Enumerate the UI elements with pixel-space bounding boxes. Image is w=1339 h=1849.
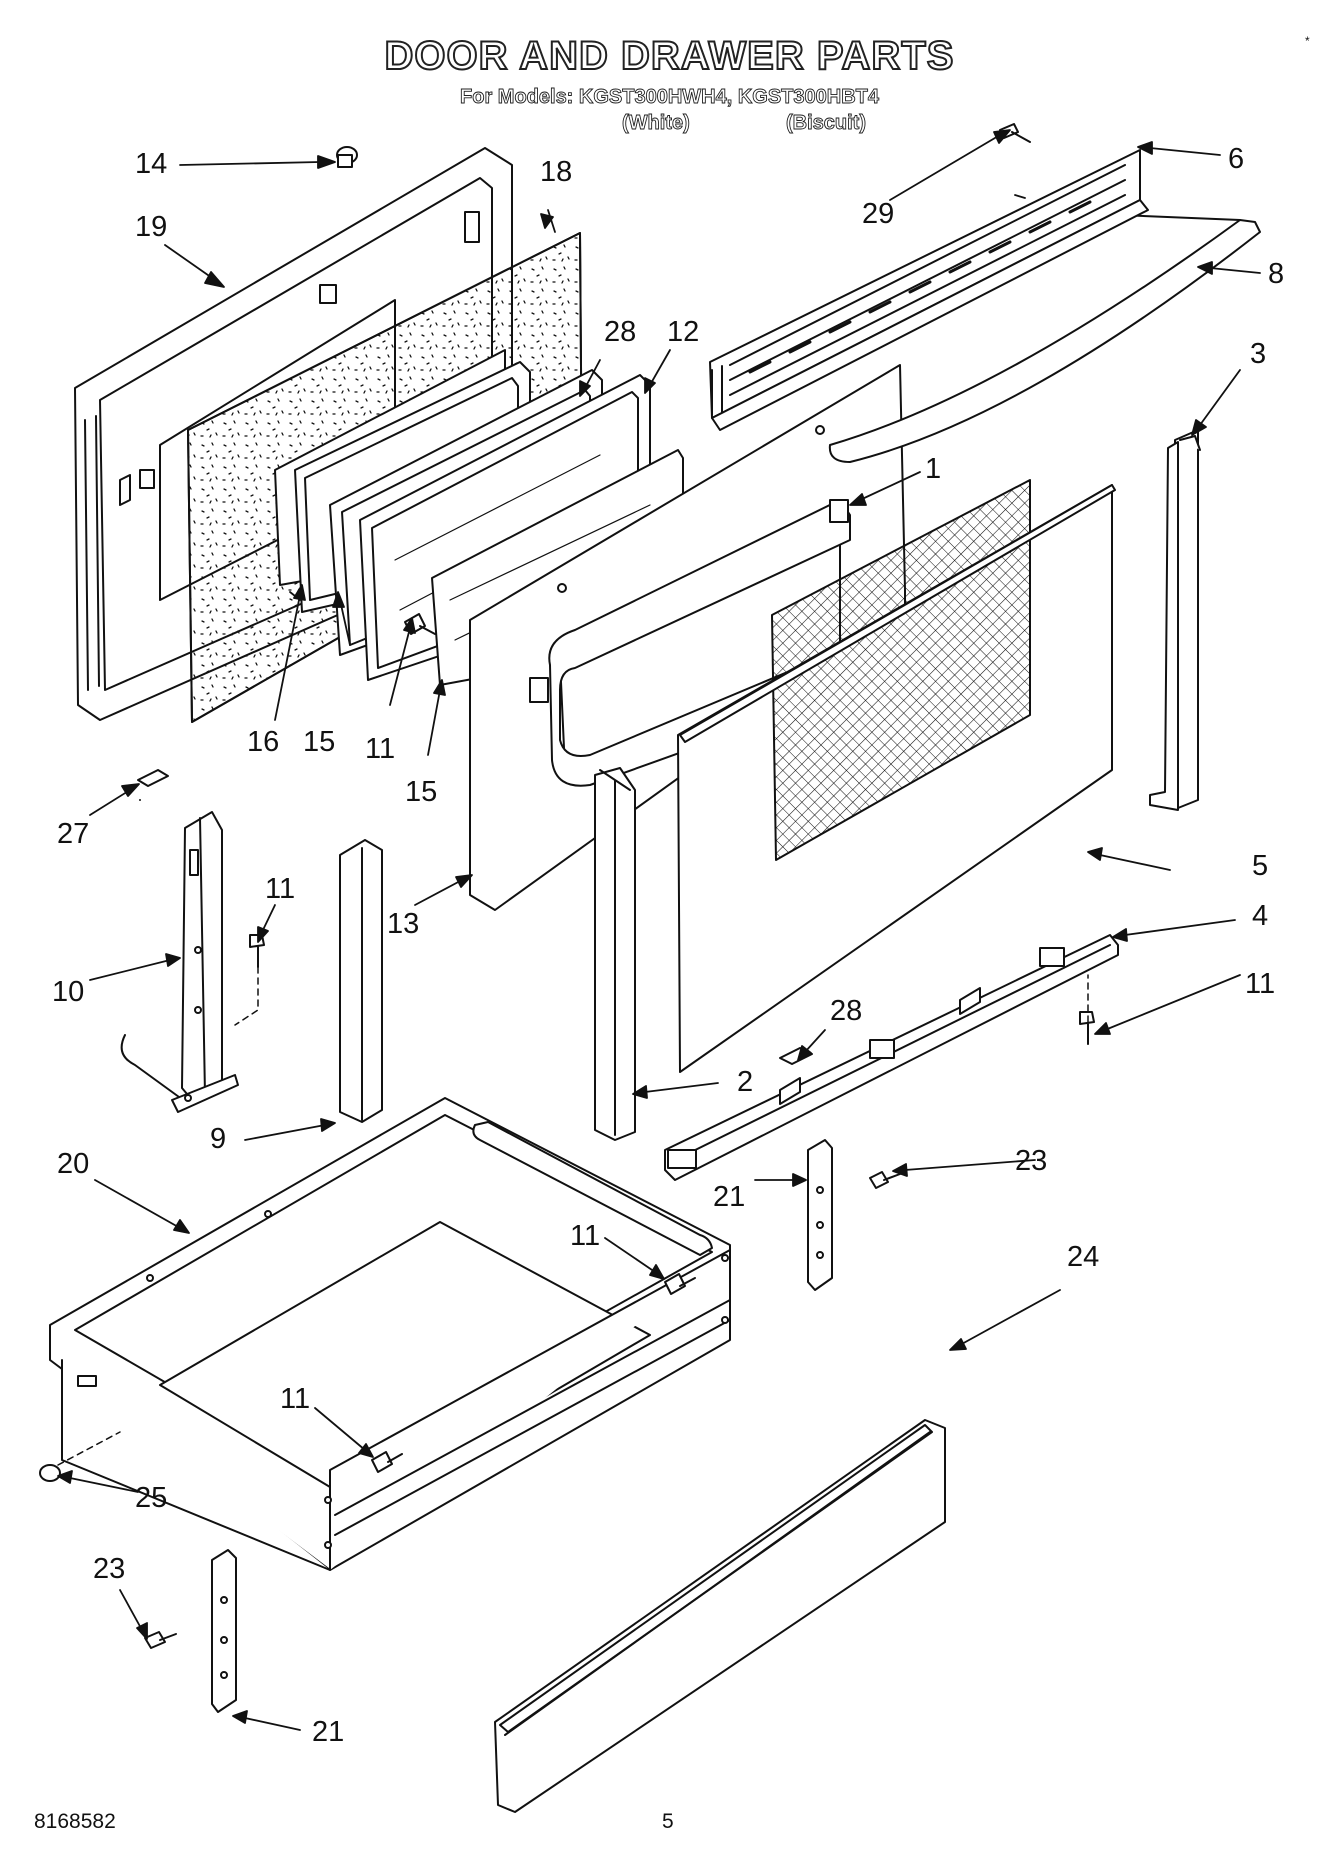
- callout-16: 16: [247, 726, 280, 758]
- color-label-biscuit: (Biscuit): [786, 112, 867, 135]
- assembly-dashes: [57, 966, 1089, 1466]
- callout-5: 5: [1252, 850, 1269, 882]
- callout-12: 12: [667, 316, 700, 348]
- drawer-slide-21-left: [211, 1549, 237, 1713]
- callout-11-hinge: 11: [265, 873, 296, 905]
- color-label-white: (White): [622, 112, 691, 135]
- callout-15-b: 15: [405, 776, 438, 808]
- drawer-slide-21-right: [807, 1139, 833, 1291]
- page-title: DOOR AND DRAWER PARTS: [384, 33, 955, 79]
- callout-19: 19: [135, 211, 168, 243]
- bottom-rail-4: [664, 934, 1119, 1181]
- callout-25: 25: [135, 1482, 168, 1514]
- callout-23-right: 23: [1015, 1145, 1048, 1177]
- corner-mark: *: [1305, 34, 1310, 48]
- hinge-bracket-10: [120, 811, 239, 1113]
- callout-3: 3: [1250, 338, 1267, 370]
- callout-28-lower: 28: [830, 995, 863, 1027]
- callout-1: 1: [925, 453, 942, 485]
- callout-21-left: 21: [312, 1716, 345, 1748]
- drawer-body-20: [49, 1097, 731, 1571]
- callout-27: 27: [57, 818, 90, 850]
- callout-28-upper: 28: [604, 316, 637, 348]
- callout-15-a: 15: [303, 726, 336, 758]
- callout-2: 2: [737, 1066, 754, 1098]
- callout-29: 29: [862, 198, 895, 230]
- callout-20: 20: [57, 1148, 90, 1180]
- callout-6: 6: [1228, 143, 1245, 175]
- door-handle-8: [828, 214, 1261, 463]
- callout-13: 13: [387, 908, 420, 940]
- callout-9: 9: [210, 1123, 227, 1155]
- vertical-trim-9: [339, 839, 383, 1123]
- leader-lines: [57, 129, 1261, 1731]
- models-line: For Models: KGST300HWH4, KGST300HBT4: [460, 86, 880, 109]
- callout-21-right: 21: [713, 1181, 746, 1213]
- side-trim-3: [1149, 429, 1201, 811]
- callout-11-drawer-bottom: 11: [280, 1383, 311, 1415]
- callout-8: 8: [1268, 258, 1285, 290]
- control-panel-6: [709, 149, 1149, 431]
- callout-14: 14: [135, 148, 168, 180]
- callout-11-drawer: 11: [570, 1220, 601, 1252]
- callout-23-left: 23: [93, 1553, 126, 1585]
- callout-18: 18: [540, 156, 573, 188]
- page-number: 5: [662, 1810, 674, 1833]
- callout-11-rail: 11: [1245, 968, 1276, 1000]
- side-trim-2: [594, 767, 636, 1141]
- drawer-front-24: [494, 1419, 946, 1813]
- callout-11-door: 11: [365, 733, 396, 765]
- callout-4: 4: [1252, 900, 1269, 932]
- callout-24: 24: [1067, 1241, 1100, 1273]
- callout-10: 10: [52, 976, 85, 1008]
- footer-part-code: 8168582: [34, 1810, 116, 1833]
- outer-door-panel-5: [677, 479, 1116, 1073]
